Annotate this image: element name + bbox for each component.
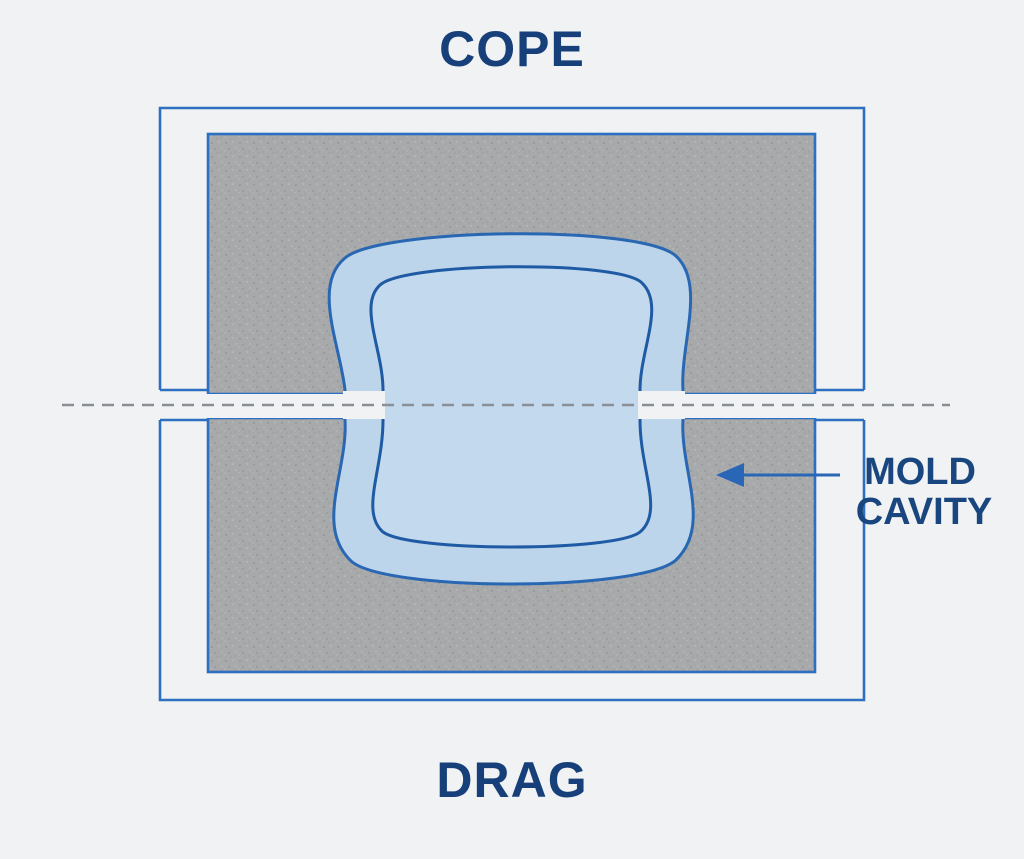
mold-cavity-label-line1: MOLD bbox=[864, 451, 976, 493]
arrow-head-icon bbox=[716, 463, 744, 487]
drag-label: DRAG bbox=[436, 752, 587, 808]
cope-flask-frame bbox=[158, 106, 866, 390]
mold-cavity-label-line2: CAVITY bbox=[856, 491, 993, 533]
drag-flask-frame bbox=[158, 420, 866, 702]
cope-label: COPE bbox=[439, 21, 585, 77]
